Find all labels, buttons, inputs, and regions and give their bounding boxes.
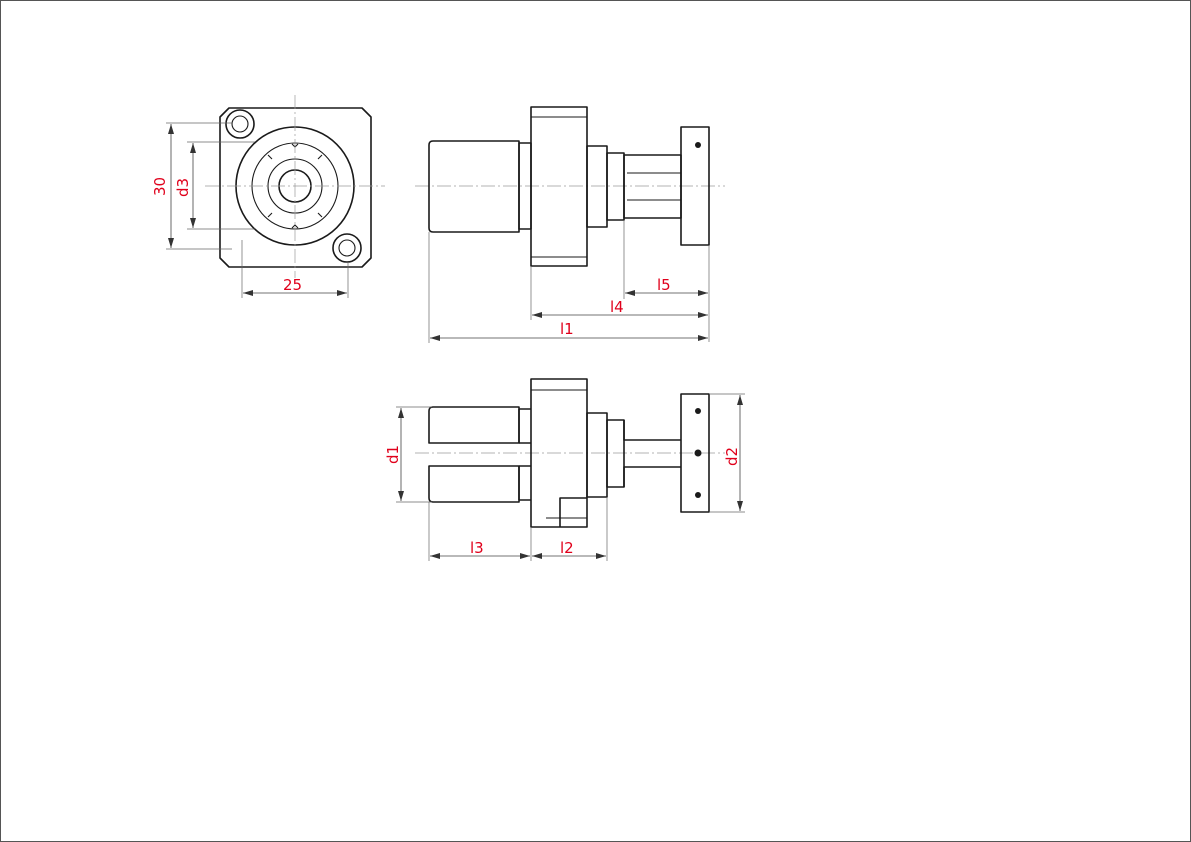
dim-25-label: 25 [283,276,302,294]
top-flange-body [530,106,588,267]
side-end-plate [680,393,710,513]
front-mounting-hole-bottom-right [332,233,362,263]
dim-30-label: 30 [151,177,169,196]
top-neck [606,152,625,221]
dim-l5-label: l5 [657,276,671,294]
front-mounting-hole-top-left-inner [231,115,249,133]
top-view: l5 l4 l1 [415,106,725,343]
top-drive-head [623,154,682,219]
front-view: 30 d3 25 [151,95,385,298]
side-shank-step [518,408,531,501]
dim-l2-label: l2 [560,539,574,557]
dim-l4-label: l4 [610,298,624,316]
top-shank [428,140,520,233]
top-end-plate-hole [695,142,701,148]
side-stem [623,420,681,487]
dim-d2-label: d2 [723,447,741,466]
side-neck [606,419,625,488]
side-shank-lower [428,465,520,503]
front-mounting-hole-bottom-right-inner [338,239,356,257]
top-collar [586,145,608,228]
dim-d1-label: d1 [384,445,402,464]
side-end-plate-hole-middle [694,449,702,457]
dim-l3-label: l3 [470,539,484,557]
side-shank-upper [428,406,520,444]
front-mounting-hole-top-left [225,109,255,139]
front-keyway-marks [267,143,323,229]
side-end-plate-hole-bottom [695,492,701,498]
side-flange-notch [559,497,587,527]
front-flange-outline [219,107,372,268]
side-view: d1 d2 l3 l2 [384,378,745,561]
dim-l1-label: l1 [560,320,574,338]
dim-d3-label: d3 [174,178,192,197]
side-end-plate-hole-top [695,408,701,414]
side-collar [586,412,608,498]
top-end-plate [680,126,710,246]
